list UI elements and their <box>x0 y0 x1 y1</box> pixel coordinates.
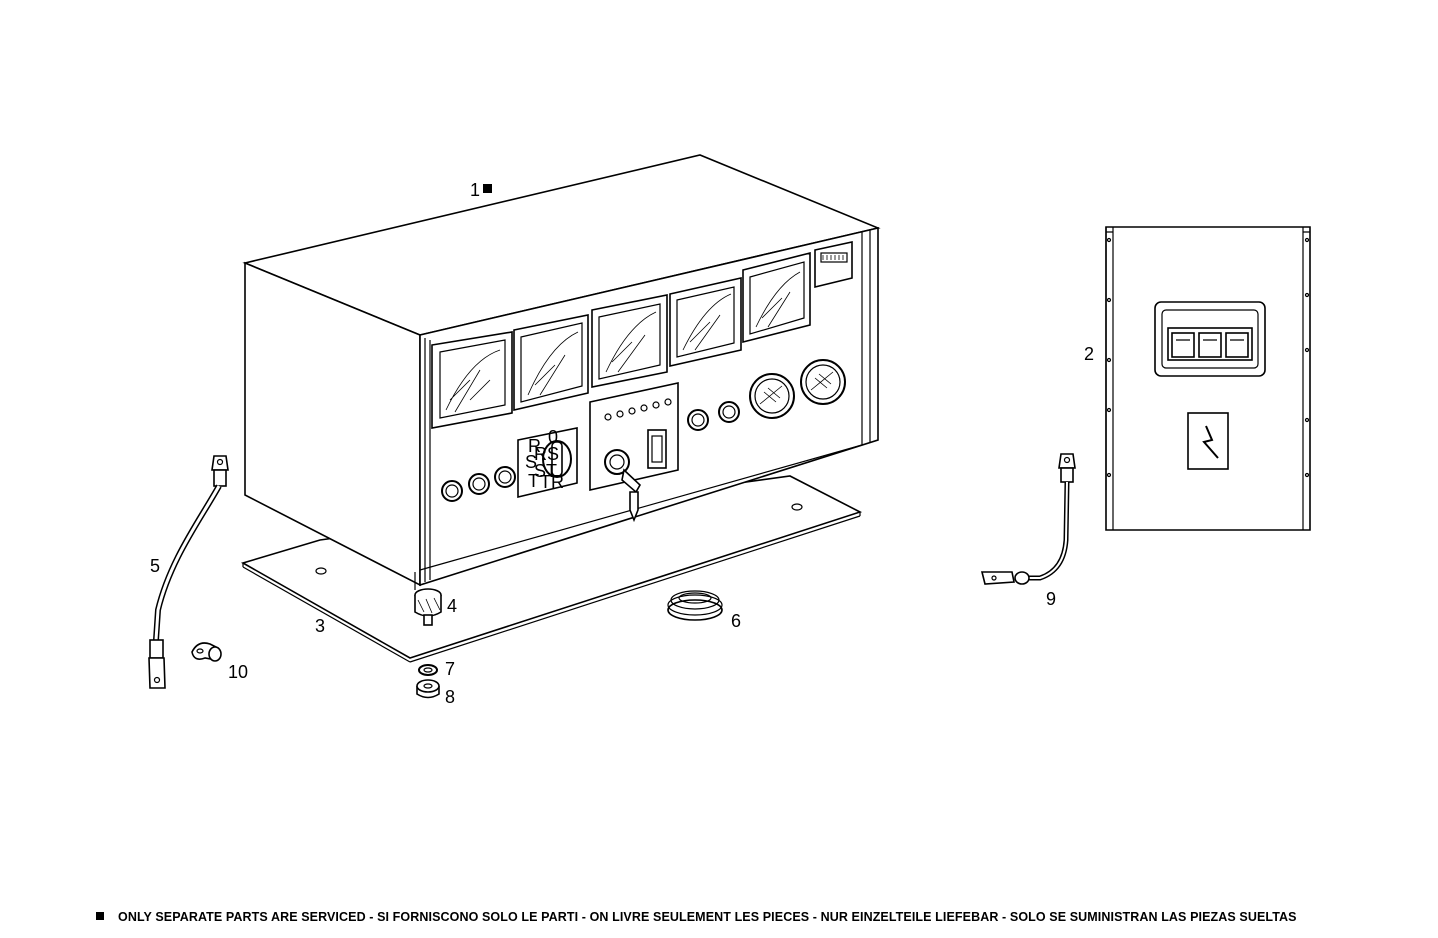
cable-clamp <box>191 642 222 662</box>
selector-mark-0: 0 <box>548 427 558 447</box>
callout-5: 5 <box>150 556 160 576</box>
control-module <box>589 382 679 492</box>
filled-square-icon <box>483 184 492 193</box>
selector-mark-2: S <box>525 452 537 472</box>
selector-mark-3: T <box>528 471 539 491</box>
footer-note: ONLY SEPARATE PARTS ARE SERVICED - SI FO… <box>96 910 1297 924</box>
callout-10: 10 <box>228 662 248 682</box>
panel-knobs-left <box>441 466 516 502</box>
footer-note-text: ONLY SEPARATE PARTS ARE SERVICED - SI FO… <box>118 910 1297 924</box>
selector-mark-1: R <box>528 436 541 456</box>
panel-meter-2 <box>513 314 589 412</box>
callout-9: 9 <box>1046 589 1056 609</box>
control-cabinet: 0 R S T RS ST TR <box>242 154 881 590</box>
main-switch-panel <box>1105 226 1311 531</box>
callout-6: 6 <box>731 611 741 631</box>
callout-1: 1 <box>470 180 480 200</box>
panel-meter-3 <box>591 294 668 388</box>
selector-mark-4: RS <box>534 444 559 464</box>
callout-2: 2 <box>1084 344 1094 364</box>
round-gauge-1 <box>749 373 795 419</box>
hour-counter <box>814 241 853 289</box>
anti-vibration-mount <box>414 588 442 626</box>
callout-3: 3 <box>315 616 325 636</box>
cable-grommet <box>667 590 723 621</box>
panel-meter-1 <box>431 331 513 429</box>
panel-meter-4 <box>669 276 742 368</box>
panel-knobs-right <box>687 401 740 431</box>
selector-mark-5: ST <box>534 461 557 481</box>
callout-8: 8 <box>445 687 455 707</box>
callout-7: 7 <box>445 659 455 679</box>
callout-4: 4 <box>447 596 457 616</box>
base-plate <box>240 475 863 663</box>
nut <box>416 679 440 699</box>
battery-cable <box>148 455 229 689</box>
panel-meter-5 <box>742 251 811 344</box>
ground-cable <box>980 453 1076 585</box>
filled-square-icon <box>96 912 104 920</box>
round-gauge-2 <box>800 359 846 405</box>
rotary-selector-switch: 0 R S T RS ST TR <box>517 427 578 499</box>
selector-mark-6: TR <box>540 472 564 492</box>
ignition-key <box>621 468 642 523</box>
washer <box>418 664 438 676</box>
